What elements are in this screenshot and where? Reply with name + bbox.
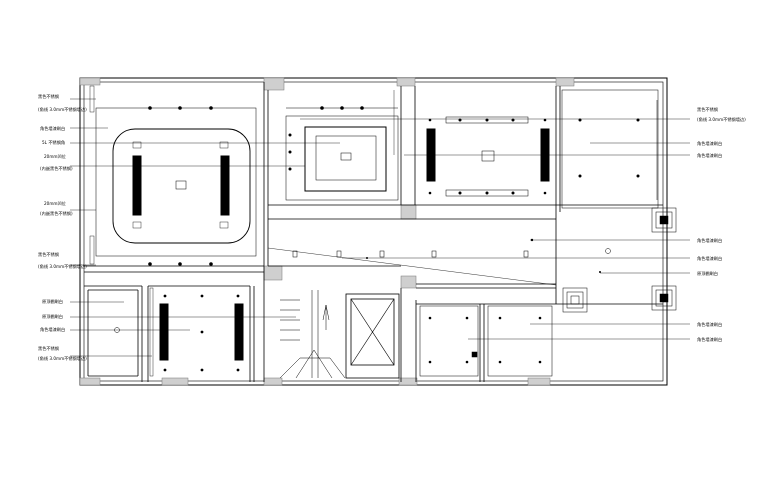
labels-right: 黑色不锈钢 (角线 3.0mm不锈钢墙边) 角色墙漆刷白 角色墙漆刷白 角色墙漆…: [697, 106, 746, 343]
downlight-box: [132, 221, 142, 229]
column-bl: [79, 377, 101, 386]
downlight-box: [132, 141, 142, 149]
label-left-2: (角线 3.0mm不锈钢墙边): [38, 106, 87, 113]
column-mid-3: [400, 275, 417, 289]
label-left-8: (内嵌黑色不锈钢): [40, 210, 73, 217]
column-mid-1: [263, 265, 283, 281]
staircase: [279, 290, 346, 379]
column-top-3: [555, 77, 575, 87]
leader-lines-right: [300, 90, 690, 340]
column-bottom-1: [161, 377, 189, 386]
label-left-10: (角线 3.0mm不锈钢墙边): [38, 263, 87, 270]
outer-walls: [79, 77, 668, 386]
left-room: [95, 107, 257, 257]
downlight-box: [219, 221, 229, 229]
label-left-1: 黑色不锈钢: [38, 93, 59, 100]
bottom-bedroom: [114, 303, 244, 361]
column-bottom-2: [263, 377, 283, 386]
dining-room-downlights: [428, 118, 547, 195]
label-right-9: 角色墙漆刷白: [697, 336, 722, 343]
label-left-7: 20mm凹位: [44, 200, 66, 206]
outer-wall-inner: [83, 81, 664, 382]
left-room-light-strip-2: [220, 155, 230, 216]
center-room: [285, 107, 399, 201]
label-left-9: 黑色不锈钢: [38, 251, 59, 258]
label-right-1: 黑色不锈钢: [697, 106, 718, 113]
outer-wall-outer: [79, 77, 668, 386]
right-boxes: [562, 207, 677, 313]
label-right-2: (角线 3.0mm不锈钢墙边): [697, 116, 746, 123]
column-bottom-3: [398, 377, 418, 386]
column-mid-2: [400, 204, 417, 220]
center-room-downlights: [288, 106, 364, 171]
label-right-3: 角色墙漆刷白: [697, 140, 722, 147]
leader-lines-left: [70, 98, 340, 357]
label-right-4: 角色墙漆刷白: [697, 152, 722, 159]
label-left-15: (角线 3.0mm不锈钢墙边): [38, 355, 87, 362]
right-room-downlights: [578, 118, 640, 178]
corridor-fixtures: [267, 247, 611, 286]
label-left-5: 20mm凹位: [44, 153, 66, 159]
left-room-downlights: [148, 106, 213, 266]
left-room-rounded-recess: [112, 128, 251, 244]
label-right-7: 原顶棚刷白: [697, 270, 718, 277]
label-left-13: 角色墙漆刷白: [40, 326, 65, 333]
label-left-14: 黑色不锈钢: [38, 345, 59, 352]
column-tl: [79, 77, 101, 86]
bottom-bedroom-downlights: [163, 294, 240, 372]
label-right-8: 角色墙漆刷白: [697, 321, 722, 328]
label-left-4: 5L 不锈钢角: [42, 139, 65, 146]
left-room-ceiling-edge: [95, 107, 257, 257]
curtain-left: [89, 85, 154, 377]
label-right-6: 角色墙漆刷白: [697, 255, 722, 262]
left-room-vent: [175, 180, 187, 190]
label-left-12: 原顶棚刷白: [42, 313, 63, 320]
left-room-light-strip-1: [132, 155, 142, 216]
column-top-1: [263, 77, 285, 91]
label-right-5: 角色墙漆刷白: [697, 237, 722, 244]
elevator-shaft: [345, 293, 400, 379]
label-left-3: 角色墙漆刷白: [40, 125, 65, 132]
bottom-right-downlights: [428, 316, 542, 364]
right-room: [561, 89, 659, 209]
column-top-2: [396, 77, 416, 87]
bottom-right-rooms: [419, 305, 553, 377]
dining-room: [426, 116, 550, 197]
downlight-box: [219, 141, 229, 149]
interior-walls: [84, 82, 663, 382]
column-bottom-4: [527, 377, 551, 386]
label-left-6: (内嵌黑色不锈钢): [40, 165, 73, 172]
labels-left: 黑色不锈钢 (角线 3.0mm不锈钢墙边) 角色墙漆刷白 5L 不锈钢角 20m…: [38, 93, 87, 362]
label-left-11: 原顶棚刷白: [42, 298, 63, 305]
corridor-downlights: [366, 238, 601, 273]
